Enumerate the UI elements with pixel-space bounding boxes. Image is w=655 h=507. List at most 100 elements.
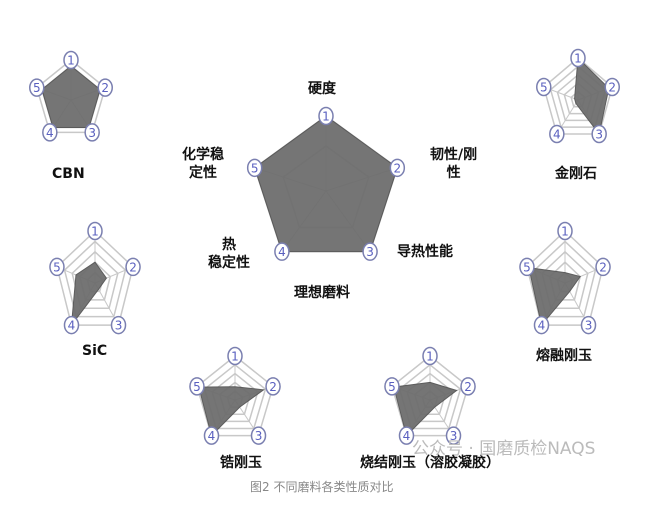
axis-number-circle	[42, 123, 58, 142]
chart-title-ideal: 理想磨料	[294, 285, 350, 301]
data-area	[70, 261, 108, 327]
axis-number: 3	[255, 429, 263, 443]
axis-number-circle	[389, 158, 406, 178]
axis-number: 3	[595, 127, 603, 141]
axis-number-circle	[595, 257, 611, 277]
axis-number-circle	[384, 377, 400, 396]
axis-number: 2	[101, 81, 109, 95]
grid-ring	[56, 229, 134, 326]
figure-caption: 图2 不同磨料各类性质对比	[250, 480, 394, 494]
axis-number: 1	[322, 110, 330, 124]
axis-number-circle	[246, 158, 263, 178]
axis-number-circle	[533, 315, 550, 335]
axis-number-circle	[519, 257, 535, 277]
axis-number-circle	[549, 124, 565, 144]
axis-number: 5	[251, 161, 259, 175]
axis-number: 3	[450, 429, 458, 443]
axis-number-circle	[536, 77, 552, 97]
grid-ring	[398, 363, 462, 430]
chart-title-zirconia-alumina: 锆刚玉	[220, 455, 262, 471]
axis-number: 5	[540, 81, 548, 95]
axis-number-circle	[189, 377, 205, 396]
axis-number-circle	[87, 221, 103, 241]
axis-number: 4	[553, 127, 561, 141]
axis-number: 2	[464, 380, 472, 394]
grid-ring	[526, 229, 604, 326]
axis-number: 3	[88, 126, 96, 140]
axis-number-circle	[422, 346, 438, 366]
axis-number-circle	[227, 346, 243, 366]
data-area	[574, 56, 610, 136]
grid-ring	[533, 240, 597, 318]
axis-number: 2	[269, 380, 277, 394]
axis-label-line: 稳定性	[208, 255, 250, 271]
axis-number: 1	[561, 225, 569, 239]
axis-number-circle	[29, 78, 45, 97]
axis-number: 1	[231, 350, 239, 364]
axis-number: 5	[53, 260, 61, 274]
axis-number-circle	[265, 377, 281, 396]
axis-number: 2	[129, 260, 137, 274]
axis-number: 2	[394, 161, 402, 175]
axis-label-toughness: 韧性/刚性	[430, 146, 477, 182]
axis-label-line: 定性	[189, 165, 217, 181]
axis-number: 4	[46, 126, 54, 140]
chart-title-sintered-alumina: 烧结刚玉（溶胶凝胶）	[360, 455, 500, 471]
axis-number-circle	[570, 48, 586, 68]
axis-number: 5	[193, 380, 201, 394]
axis-number-circle	[274, 242, 290, 261]
grid-ring	[203, 363, 267, 430]
chart-title-fused-alumina: 熔融刚玉	[536, 348, 592, 364]
axis-number: 4	[278, 245, 286, 259]
axis-number: 1	[91, 225, 99, 239]
axis-number: 1	[426, 350, 434, 364]
axis-label-line: 化学稳	[182, 147, 224, 163]
axis-number-circle	[125, 257, 141, 277]
axis-number: 5	[523, 260, 531, 274]
axis-number: 5	[388, 380, 396, 394]
axis-number-circle	[110, 315, 127, 335]
axis-label-thermal-stability: 热稳定性	[208, 236, 250, 272]
chart-title-cbn: CBN	[52, 166, 85, 182]
data-area	[198, 386, 265, 437]
axis-number-circle	[557, 221, 573, 241]
axis-label-thermal-conductivity: 导热性能	[397, 244, 453, 260]
chart-title-sic: SiC	[82, 343, 108, 359]
axis-number-circle	[580, 315, 597, 335]
axis-number: 5	[33, 81, 41, 95]
axis-label-hardness: 硬度	[308, 81, 336, 97]
axis-label-line: 韧性/刚	[430, 147, 478, 163]
axis-number-circle	[63, 315, 80, 335]
axis-label-line: 热	[222, 237, 236, 253]
grid-ring	[63, 240, 127, 318]
axis-number-circle	[250, 426, 267, 445]
grid-ring	[71, 250, 119, 309]
axis-number: 4	[208, 429, 216, 443]
axis-number: 4	[538, 319, 546, 333]
data-area	[393, 381, 458, 437]
axis-number-circle	[591, 124, 607, 144]
axis-number: 3	[115, 319, 123, 333]
chart-title-diamond: 金刚石	[555, 166, 597, 182]
axis-number: 1	[574, 52, 582, 66]
axis-number-circle	[460, 377, 476, 396]
axis-number-circle	[445, 426, 462, 445]
axis-number-circle	[49, 257, 65, 277]
axis-number: 2	[608, 81, 616, 95]
axis-number-circle	[398, 426, 415, 445]
axis-number-circle	[63, 50, 79, 70]
axis-number: 4	[403, 429, 411, 443]
data-area	[41, 65, 101, 129]
axis-number-circle	[604, 77, 620, 97]
watermark: 公众号 · 国磨质检NAQS	[412, 439, 596, 459]
data-area	[528, 267, 582, 327]
axis-number-circle	[362, 242, 378, 261]
data-area	[254, 115, 398, 253]
axis-number-circle	[318, 106, 334, 126]
axis-number: 2	[599, 260, 607, 274]
axis-label-line: 性	[446, 165, 461, 181]
axis-number: 1	[67, 54, 75, 68]
axis-number: 4	[68, 319, 76, 333]
